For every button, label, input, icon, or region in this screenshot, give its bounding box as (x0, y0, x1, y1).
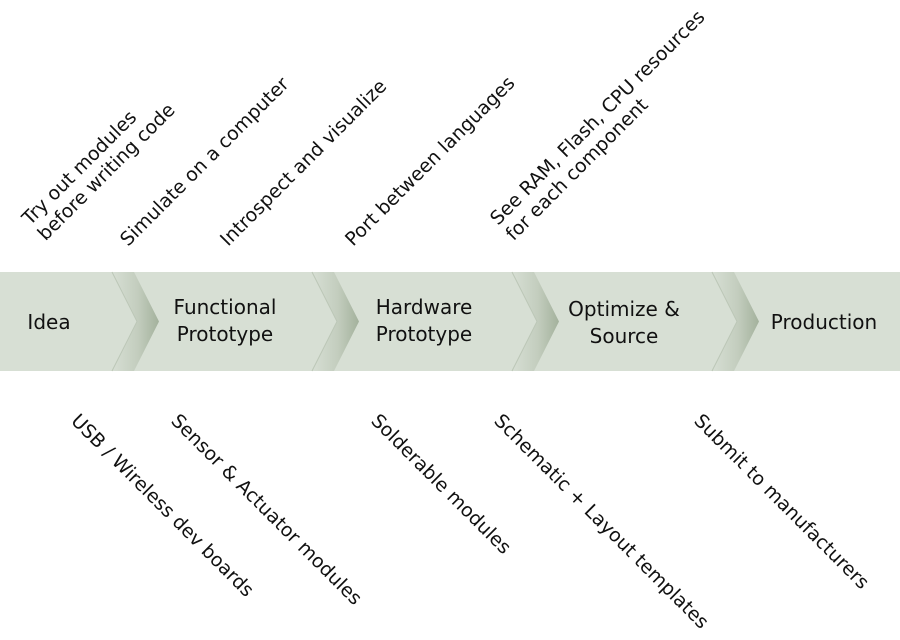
stage-label: Source (590, 324, 659, 348)
note-line: See RAM, Flash, CPU resources (486, 6, 709, 229)
bottom-note-solderable-modules: Solderable modules (367, 410, 516, 559)
chevron-separator (112, 272, 159, 371)
stage-label: Idea (27, 310, 70, 334)
chevron-separator (312, 272, 359, 371)
chevron-edge (311, 271, 338, 372)
note-line: Solderable modules (367, 410, 516, 559)
note-line: for each component (502, 94, 653, 245)
stage-optimize-source: Optimize & Source (568, 297, 680, 348)
stage-production: Production (771, 310, 877, 334)
stage-hardware-prototype: Hardware Prototype (376, 295, 473, 346)
chevron-separator (512, 272, 559, 371)
top-note-resources: See RAM, Flash, CPU resources for each c… (486, 6, 709, 245)
note-line: Schematic + Layout templates (490, 410, 713, 633)
top-note-simulate: Simulate on a computer (116, 73, 294, 251)
note-line: Simulate on a computer (116, 73, 294, 251)
note-line: Submit to manufacturers (690, 410, 874, 594)
bottom-note-submit-manufacturers: Submit to manufacturers (690, 410, 874, 594)
stage-label: Prototype (177, 322, 273, 346)
bottom-note-schematic-templates: Schematic + Layout templates (490, 410, 713, 633)
stage-functional-prototype: Functional Prototype (174, 295, 277, 346)
stage-label: Prototype (376, 322, 472, 346)
note-line: USB / Wireless dev boards (67, 410, 259, 602)
chevron-edge (511, 271, 538, 372)
stage-label: Optimize & (568, 297, 680, 321)
stage-label: Hardware (376, 295, 473, 319)
stage-idea: Idea (27, 310, 70, 334)
note-line: Sensor & Actuator modules (167, 410, 367, 610)
stage-label: Functional (174, 295, 277, 319)
bottom-note-sensor-modules: Sensor & Actuator modules (167, 410, 367, 610)
bottom-note-dev-boards: USB / Wireless dev boards (67, 410, 259, 602)
chevron-separators (111, 271, 759, 372)
chevron-separator (712, 272, 759, 371)
chevron-edge (711, 271, 738, 372)
stage-label: Production (771, 310, 877, 334)
chevron-edge (111, 271, 138, 372)
